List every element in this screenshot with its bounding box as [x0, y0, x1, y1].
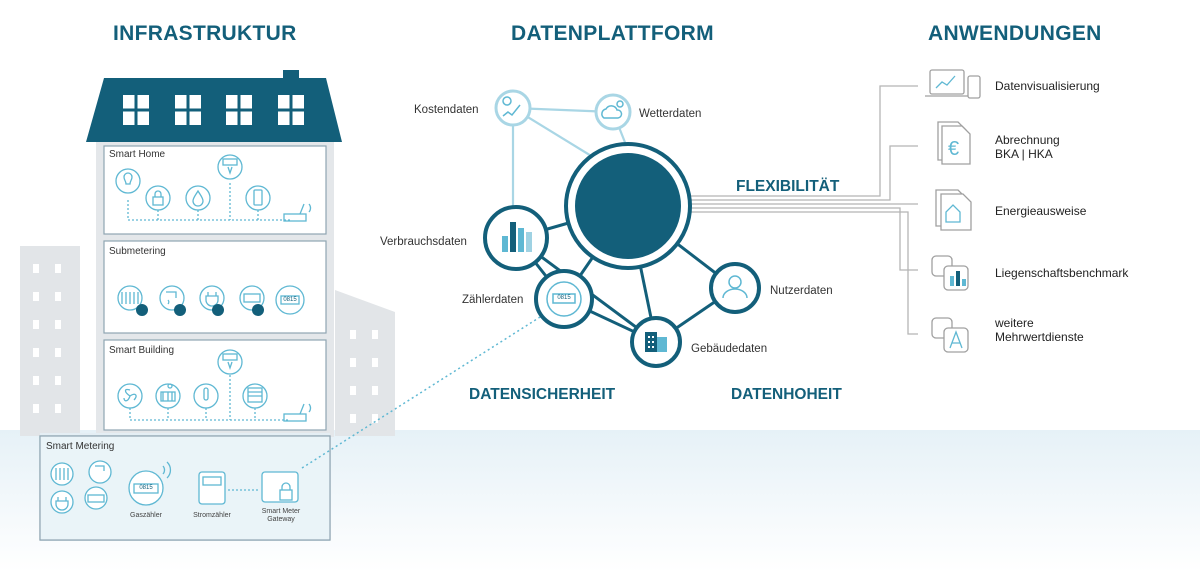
- app-energy-certificates: Energieausweise: [995, 204, 1087, 218]
- smart-home-icons: [115, 154, 312, 222]
- infrastructure-heading: INFRASTRUKTUR: [113, 22, 297, 45]
- app-data-visualisation: Datenvisualisierung: [995, 79, 1100, 93]
- smart-metering-icons: [50, 460, 299, 514]
- sovereignty-label: DATENHOHEIT: [731, 386, 842, 403]
- label-electricity-meter: Stromzähler: [193, 512, 231, 519]
- floor-label-smart-home: Smart Home: [109, 149, 166, 160]
- flexibility-lines: [686, 85, 918, 335]
- node-label-consumption: Verbrauchsdaten: [380, 236, 467, 248]
- security-label: DATENSICHERHEIT: [469, 386, 616, 403]
- smart-building-icons: [117, 349, 312, 422]
- node-label-meter-data: Zählerdaten: [462, 294, 524, 306]
- node-icons: [502, 96, 748, 352]
- submeter-display: 0815: [283, 297, 297, 303]
- label-gas-meter: Gaszähler: [130, 512, 162, 519]
- app-billing: Abrechnung BKA | HKA: [995, 133, 1060, 161]
- floor-label-submetering: Submetering: [109, 246, 166, 257]
- floor-label-smart-metering: Smart Metering: [46, 441, 115, 452]
- app-property-benchmark: Liegenschaftsbenchmark: [995, 266, 1129, 280]
- submetering-badges: [136, 304, 264, 316]
- metering-connection-line: [301, 311, 549, 469]
- flexibility-label: FLEXIBILITÄT: [736, 178, 840, 195]
- application-icons: €: [925, 69, 981, 353]
- node-label-costs: Kostendaten: [414, 104, 479, 116]
- node-label-user-data: Nutzerdaten: [770, 285, 833, 297]
- node-meter-display: 0815: [557, 295, 571, 301]
- gas-meter-display: 0815: [139, 485, 153, 491]
- svg-text:€: €: [948, 138, 959, 160]
- node-label-weather: Wetterdaten: [639, 108, 702, 120]
- platform-nodes: [483, 89, 761, 368]
- floor-label-smart-building: Smart Building: [109, 345, 175, 356]
- applications-heading: ANWENDUNGEN: [928, 22, 1102, 45]
- app-further-services: weitere Mehrwertdienste: [995, 316, 1084, 344]
- background-buildings: [20, 246, 395, 436]
- platform-heading: DATENPLATTFORM: [511, 22, 714, 45]
- label-smart-meter-gateway: Smart Meter Gateway: [261, 508, 301, 523]
- node-label-building-data: Gebäudedaten: [691, 343, 768, 355]
